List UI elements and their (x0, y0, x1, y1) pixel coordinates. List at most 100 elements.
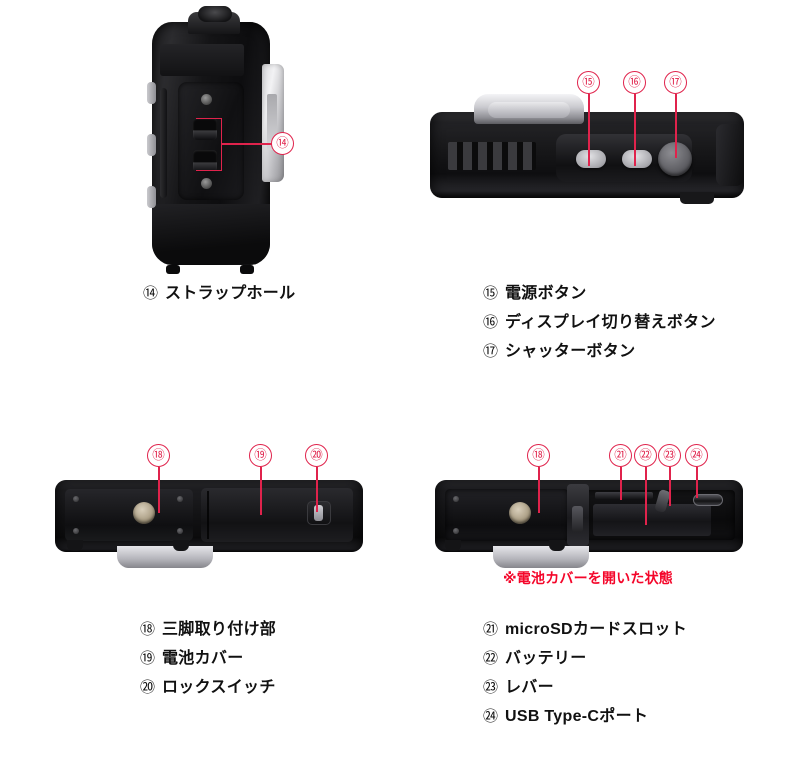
legend-item-14: ⑭ ストラップホール (143, 286, 295, 302)
legend-label-16: ディスプレイ切り替えボタン (505, 314, 716, 331)
legend-num-14: ⑭ (143, 285, 159, 302)
legend-num-21: ㉑ (483, 621, 499, 638)
usb-type-c-port[interactable] (693, 494, 723, 506)
legend-num-17: ⑰ (483, 343, 499, 360)
legend-num-15: ⑮ (483, 285, 499, 302)
legend-item-24: ㉔ USB Type-Cポート (483, 709, 687, 725)
legend-label-23: レバー (505, 679, 554, 696)
callout-bracket-14 (196, 118, 222, 171)
tripod-socket-open (509, 502, 531, 524)
legend-label-14: ストラップホール (165, 285, 296, 302)
display-toggle-button[interactable] (622, 150, 652, 168)
callout-line-23 (669, 467, 671, 506)
legend-label-17: シャッターボタン (505, 343, 636, 360)
camera-bottom-open-illustration (435, 480, 755, 580)
strap-slot-upper (193, 118, 217, 140)
callout-line-19 (260, 467, 262, 515)
speaker-vents (448, 142, 536, 170)
legend-num-22: ㉒ (483, 650, 499, 667)
legend-side-view: ⑭ ストラップホール (143, 286, 295, 315)
legend-num-19: ⑲ (140, 650, 156, 667)
rear-screen-edge (160, 44, 244, 76)
legend-label-18: 三脚取り付け部 (162, 621, 277, 638)
panel-bottom-view: ⑱ ⑲ ⑳ ⑱ 三脚取り付け部 ⑲ 電池カバー ⑳ ロックスイッチ (0, 400, 400, 760)
camera-base-grip (152, 204, 270, 264)
legend-bottom-view: ⑱ 三脚取り付け部 ⑲ 電池カバー ⑳ ロックスイッチ (140, 622, 276, 709)
legend-label-22: バッテリー (505, 650, 587, 667)
callout-line-20 (316, 467, 318, 512)
screw-bl2-icon (73, 528, 79, 534)
strap-slot-lower (193, 150, 217, 172)
lock-switch[interactable] (307, 501, 331, 525)
lens-barrel-top (198, 6, 232, 22)
right-edge-block (716, 124, 744, 186)
callout-18-open: ⑱ (527, 444, 550, 467)
callout-17: ⑰ (664, 71, 687, 94)
peg-right-open (549, 540, 565, 551)
callout-line-15 (588, 94, 590, 166)
foot-right (240, 265, 254, 274)
legend-top-view: ⑮ 電源ボタン ⑯ ディスプレイ切り替えボタン ⑰ シャッターボタン (483, 286, 716, 373)
front-silver-panel (262, 64, 284, 182)
screw-br-icon (177, 496, 183, 502)
legend-item-22: ㉒ バッテリー (483, 651, 687, 667)
side-trim-strip (160, 88, 167, 198)
bottom-plate (65, 489, 193, 541)
callout-16: ⑯ (623, 71, 646, 94)
callout-line-24 (696, 467, 698, 498)
callout-20: ⑳ (305, 444, 328, 467)
callout-line-18 (158, 467, 160, 513)
callout-line-21 (620, 467, 622, 500)
legend-num-16: ⑯ (483, 314, 499, 331)
screw-ol2-icon (453, 528, 459, 534)
callout-line-16 (634, 94, 636, 166)
camera-top-view-illustration (430, 94, 760, 212)
peg-right (173, 540, 189, 551)
screw-bl-icon (73, 496, 79, 502)
legend-label-20: ロックスイッチ (162, 679, 276, 696)
microsd-card-slot[interactable] (595, 492, 653, 499)
callout-23: ㉓ (658, 444, 681, 467)
legend-label-19: 電池カバー (162, 650, 244, 667)
callout-line-22 (645, 467, 647, 525)
peg-left-open (445, 540, 461, 551)
callout-15: ⑮ (577, 71, 600, 94)
bottom-plate-open (445, 489, 569, 541)
legend-item-15: ⑮ 電源ボタン (483, 286, 716, 302)
callout-line-17 (675, 94, 677, 158)
screw-br2-icon (177, 528, 183, 534)
legend-item-21: ㉑ microSDカードスロット (483, 622, 687, 638)
bottom-tab (680, 192, 714, 204)
panel-side-view: ⑭ ⑭ ストラップホール (0, 0, 400, 330)
legend-item-23: ㉓ レバー (483, 680, 687, 696)
battery[interactable] (593, 504, 711, 536)
legend-label-24: USB Type-Cポート (505, 708, 649, 725)
screw-lower-icon (201, 178, 212, 189)
legend-item-18: ⑱ 三脚取り付け部 (140, 622, 276, 638)
legend-num-20: ⑳ (140, 679, 156, 696)
screw-ol-icon (453, 496, 459, 502)
legend-num-23: ㉓ (483, 679, 499, 696)
callout-22: ㉒ (634, 444, 657, 467)
callout-21: ㉑ (609, 444, 632, 467)
legend-bottom-view-open: ㉑ microSDカードスロット ㉒ バッテリー ㉓ レバー ㉔ USB Typ… (483, 622, 687, 738)
legend-item-19: ⑲ 電池カバー (140, 651, 276, 667)
panel-top-view: ⑮ ⑯ ⑰ ⑮ 電源ボタン ⑯ ディスプレイ切り替えボタン ⑰ シャッターボタン (400, 0, 800, 400)
legend-item-17: ⑰ シャッターボタン (483, 344, 716, 360)
lens-bump-bottom-open (493, 546, 589, 568)
legend-num-18: ⑱ (140, 621, 156, 638)
legend-item-20: ⑳ ロックスイッチ (140, 680, 276, 696)
side-button-lower (147, 186, 156, 208)
callout-19: ⑲ (249, 444, 272, 467)
callout-24: ㉔ (685, 444, 708, 467)
power-button[interactable] (576, 150, 606, 168)
tripod-socket (133, 502, 155, 524)
callout-line-14 (221, 143, 272, 145)
legend-label-15: 電源ボタン (505, 285, 587, 302)
screw-upper-icon (201, 94, 212, 105)
side-button-upper (147, 82, 156, 104)
lens-ring-top (474, 94, 584, 124)
foot-left (166, 265, 180, 274)
legend-label-21: microSDカードスロット (505, 621, 687, 638)
callout-line-18-open (538, 467, 540, 513)
